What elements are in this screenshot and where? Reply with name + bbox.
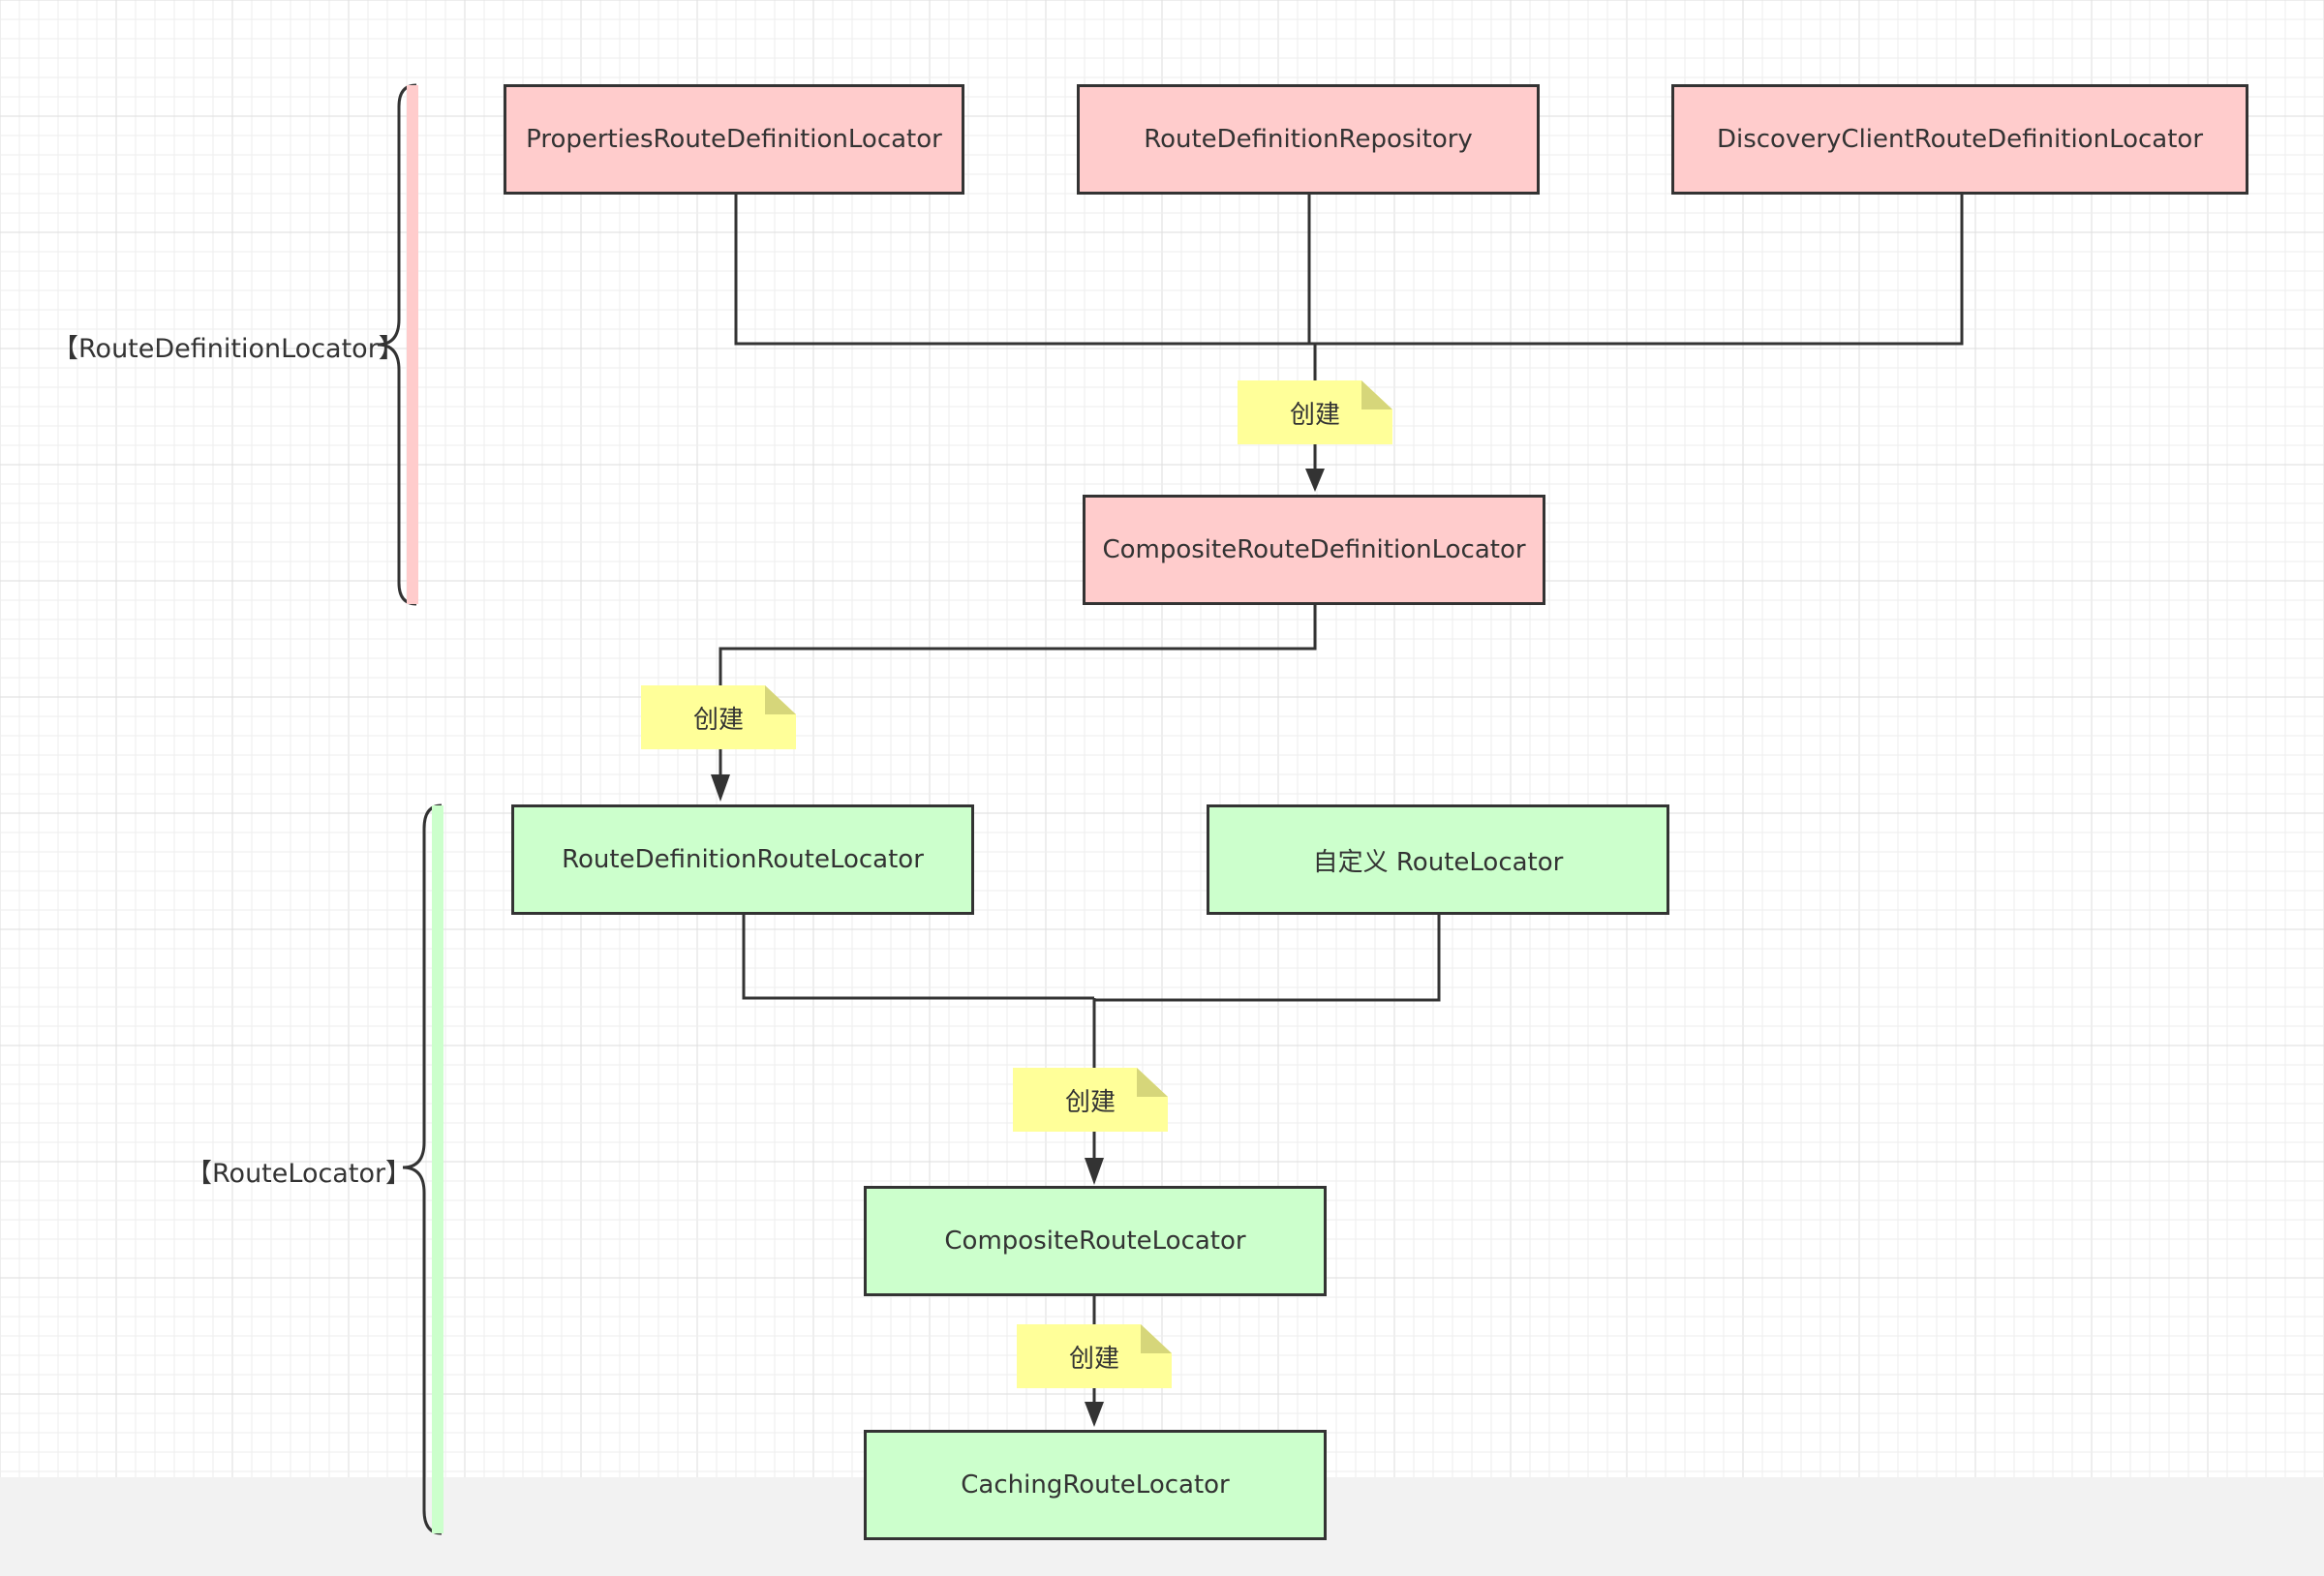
edge-composite-rdl-to-rd-route-locator (719, 604, 1317, 778)
note-label: 创建 (692, 705, 744, 735)
arrowhead-caching (1085, 1402, 1104, 1427)
note-icon (1238, 380, 1392, 444)
arrowhead-composite-rl (1085, 1158, 1104, 1185)
note-create-4: 创建 (1017, 1324, 1172, 1388)
node-composite-route-locator[interactable]: CompositeRouteLocator (864, 1186, 1327, 1296)
note-label: 创建 (1289, 400, 1340, 430)
note-label: 创建 (1068, 1344, 1119, 1374)
arrowhead-rd-route-locator (711, 774, 730, 802)
note-icon (1013, 1068, 1168, 1132)
node-composite-route-definition-locator[interactable]: CompositeRouteDefinitionLocator (1083, 495, 1545, 605)
group-label-route-locator: 【RouteLocator】 (186, 1159, 413, 1189)
node-route-definition-route-locator[interactable]: RouteDefinitionRouteLocator (511, 804, 974, 915)
group-label-route-definition-locator: 【RouteDefinitionLocator】 (52, 334, 405, 364)
edge-rd-route-locator-to-composite-rl (742, 914, 1094, 1000)
node-route-definition-repository[interactable]: RouteDefinitionRepository (1077, 84, 1540, 195)
brace-band-red (407, 85, 418, 604)
node-discovery-client-route-definition-locator[interactable]: DiscoveryClientRouteDefinitionLocator (1671, 84, 2248, 195)
brace-route-locator (402, 803, 443, 1535)
edge-properties-to-composite (734, 194, 1315, 346)
edge-discovery-to-composite (1309, 194, 1964, 346)
note-label: 创建 (1064, 1087, 1116, 1117)
node-properties-route-definition-locator[interactable]: PropertiesRouteDefinitionLocator (504, 84, 964, 195)
brace-route-definition-locator (377, 83, 417, 606)
note-icon (641, 685, 796, 749)
edge-custom-to-composite-rl (1094, 914, 1441, 1002)
note-create-3: 创建 (1013, 1068, 1168, 1132)
note-create-2: 创建 (641, 685, 796, 749)
node-custom-route-locator[interactable]: 自定义 RouteLocator (1207, 804, 1669, 915)
arrowhead-composite-rdl (1305, 469, 1325, 492)
node-caching-route-locator[interactable]: CachingRouteLocator (864, 1430, 1327, 1540)
brace-band-green (432, 805, 443, 1533)
note-icon (1017, 1324, 1172, 1388)
note-create-1: 创建 (1238, 380, 1392, 444)
